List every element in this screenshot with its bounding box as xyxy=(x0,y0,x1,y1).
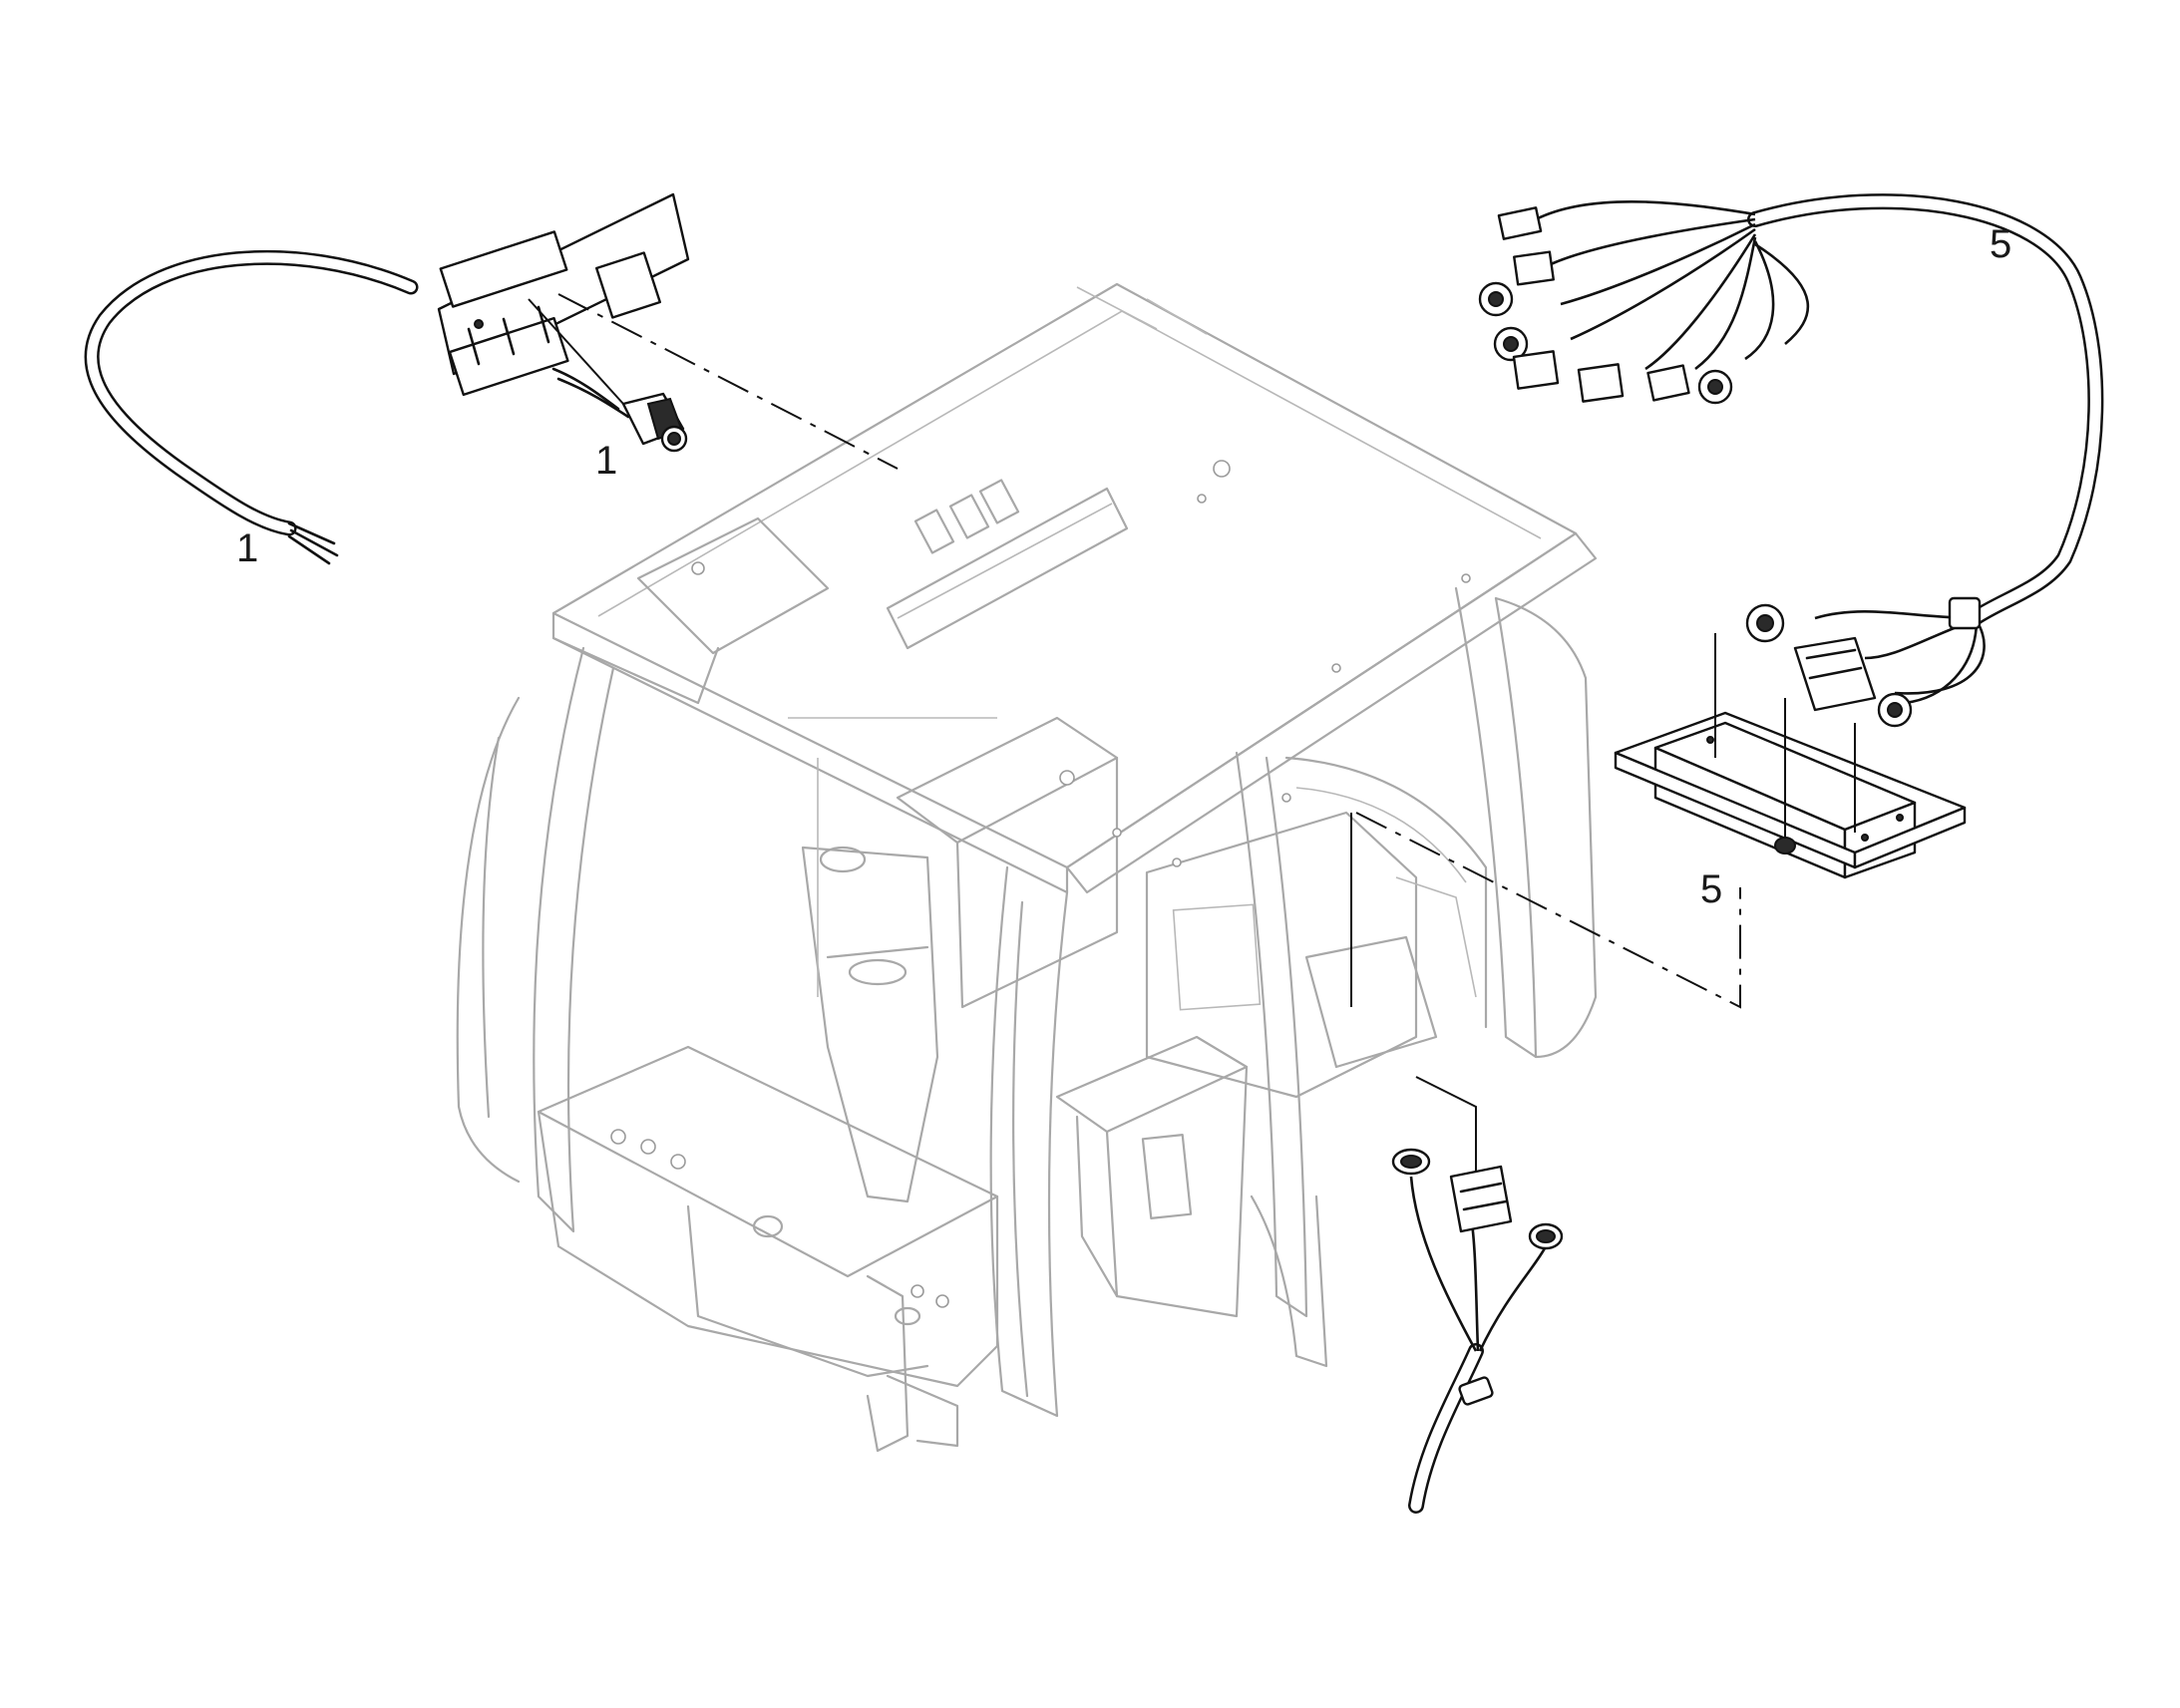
switch-panel-exploded xyxy=(437,192,690,419)
rocker-switch xyxy=(621,392,688,453)
callout-socket-panel: 5 xyxy=(1700,867,1722,911)
lower-harness xyxy=(1391,1148,1564,1514)
callout-top-harness: 5 xyxy=(1990,222,2011,266)
cab-frame xyxy=(456,282,1598,1453)
leader-lines xyxy=(528,293,1856,1172)
callout-switch: 1 xyxy=(595,439,617,483)
roof-switch-panel-ghost xyxy=(886,479,1129,650)
callout-left-cable: 1 xyxy=(236,526,258,570)
socket-box xyxy=(1614,711,1967,879)
top-harness xyxy=(1478,193,2104,728)
left-cable-harness xyxy=(84,249,419,565)
